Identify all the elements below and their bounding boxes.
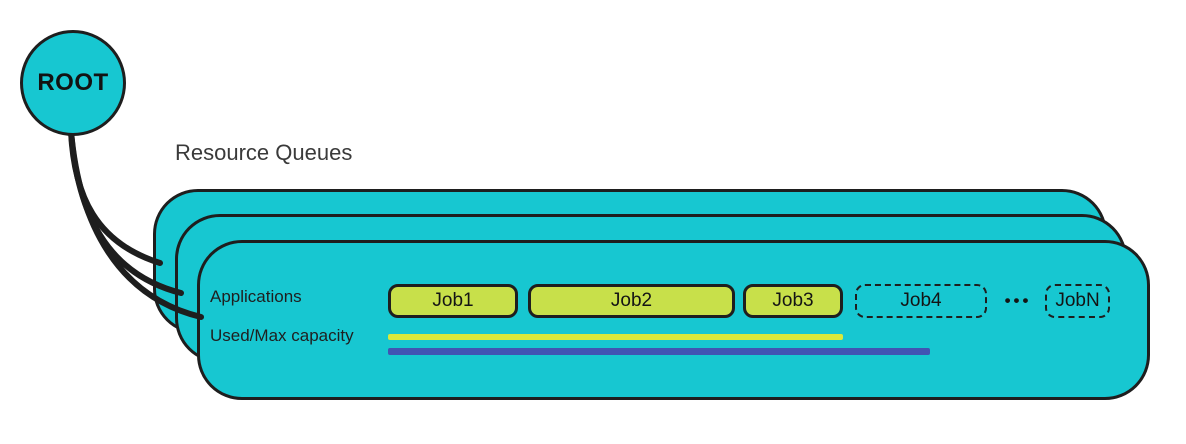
resource-queues-title: Resource Queues [175,140,353,165]
job4-label: Job4 [900,290,942,311]
job-box-job2: Job2 [528,284,735,318]
job-box-job1: Job1 [388,284,518,318]
used-capacity-bar [388,334,843,340]
job-box-job3: Job3 [743,284,843,318]
applications-label: Applications [210,287,302,306]
root-node: ROOT [20,30,126,136]
job3-label: Job3 [772,290,814,311]
queue-card-front [197,240,1150,400]
connector-edge-1 [68,128,163,266]
job2-label: Job2 [610,290,653,311]
job1-label: Job1 [432,290,474,311]
job-box-jobn-pending: JobN [1045,284,1110,318]
root-node-label: ROOT [37,69,109,96]
max-capacity-bar [388,348,930,355]
job-box-job4-pending: Job4 [855,284,987,318]
jobs-ellipsis-dots: ••• [1004,291,1032,310]
jobn-label: JobN [1055,290,1100,311]
used-max-capacity-label: Used/Max capacity [210,326,354,345]
